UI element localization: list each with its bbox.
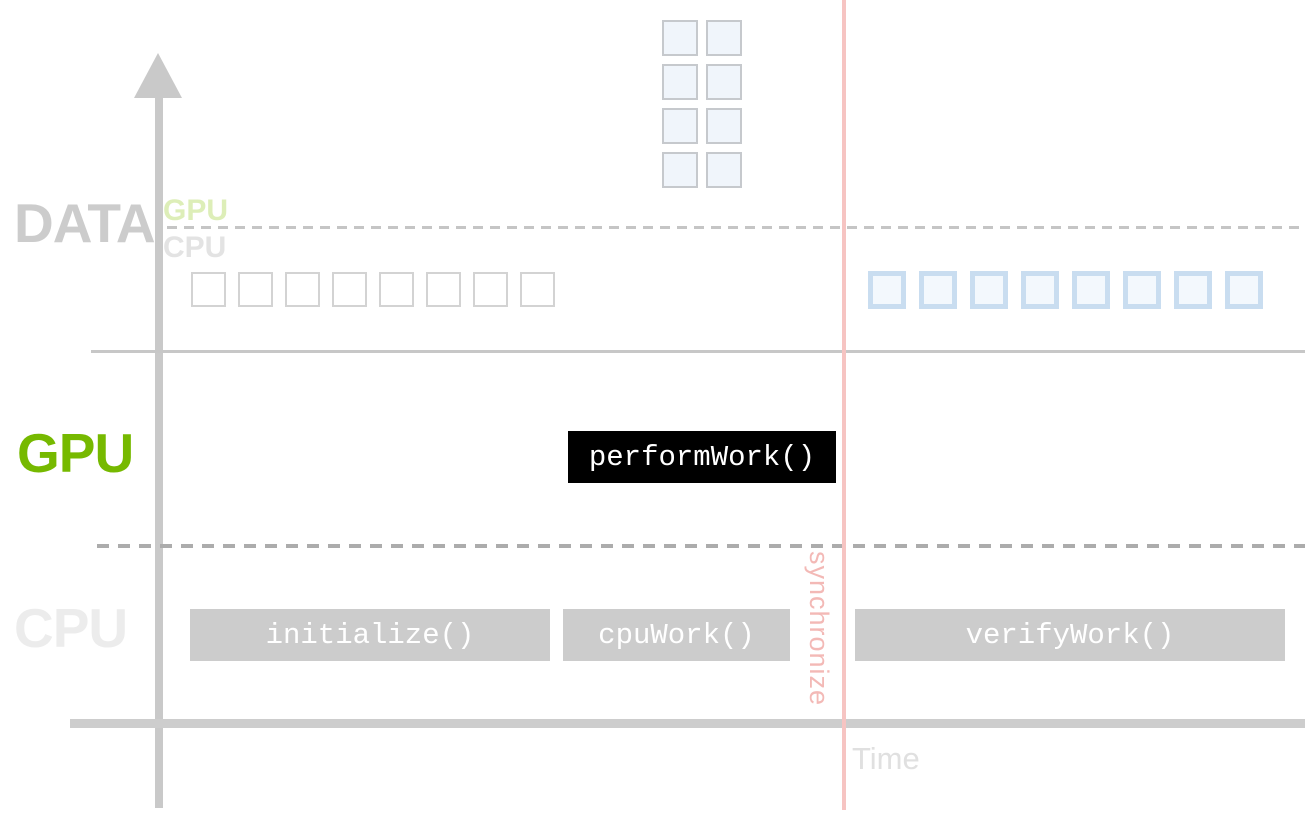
- gpu-memory-square: [662, 108, 698, 144]
- gpu-data-square: [1123, 271, 1161, 309]
- cpu-task-initialize: initialize(): [190, 609, 550, 661]
- cpu-data-square: [473, 272, 508, 307]
- gpu-data-square: [1072, 271, 1110, 309]
- y-axis-arrowhead-icon: [134, 53, 182, 98]
- gpu-data-square: [919, 271, 957, 309]
- gpu-memory-grid: [662, 20, 742, 188]
- gpu-memory-square: [706, 20, 742, 56]
- cpu-data-square: [426, 272, 461, 307]
- cpu-lane-label: CPU: [14, 597, 128, 659]
- gpu-memory-square: [662, 20, 698, 56]
- data-gpu-sub-label: GPU: [163, 194, 229, 227]
- gpu-memory-square: [706, 64, 742, 100]
- gpu-memory-square: [662, 64, 698, 100]
- gpu-lane-label: GPU: [17, 422, 134, 484]
- cpu-data-square: [379, 272, 414, 307]
- cpu-task-verifywork: verifyWork(): [855, 609, 1285, 661]
- gpu-data-square: [970, 271, 1008, 309]
- gpu-data-square: [868, 271, 906, 309]
- gpu-cpu-dashed-divider: [97, 544, 1305, 548]
- gpu-data-square: [1021, 271, 1059, 309]
- data-lane-dashed-divider: [167, 226, 1305, 229]
- cpu-task-cpuwork: cpuWork(): [563, 609, 790, 661]
- cpu-data-square: [332, 272, 367, 307]
- gpu-data-square: [1225, 271, 1263, 309]
- gpu-task-performwork: performWork(): [568, 431, 836, 483]
- time-axis-label: Time: [852, 741, 920, 776]
- cpu-data-square: [191, 272, 226, 307]
- y-axis-line: [155, 94, 163, 808]
- gpu-memory-square: [662, 152, 698, 188]
- data-cpu-sub-label: CPU: [163, 231, 227, 264]
- gpu-memory-square: [706, 108, 742, 144]
- cpu-data-square-row: [191, 272, 555, 307]
- cpu-data-square: [238, 272, 273, 307]
- gpu-data-square-row: [868, 271, 1263, 309]
- cpu-data-square: [285, 272, 320, 307]
- synchronize-label: synchronize: [804, 551, 834, 707]
- data-lane-label: DATA: [14, 192, 156, 254]
- x-axis-line: [70, 719, 1305, 728]
- cpu-data-square: [520, 272, 555, 307]
- gpu-memory-square: [706, 152, 742, 188]
- gpu-data-square: [1174, 271, 1212, 309]
- data-gpu-divider-line: [91, 350, 1305, 353]
- synchronize-line: [842, 0, 846, 810]
